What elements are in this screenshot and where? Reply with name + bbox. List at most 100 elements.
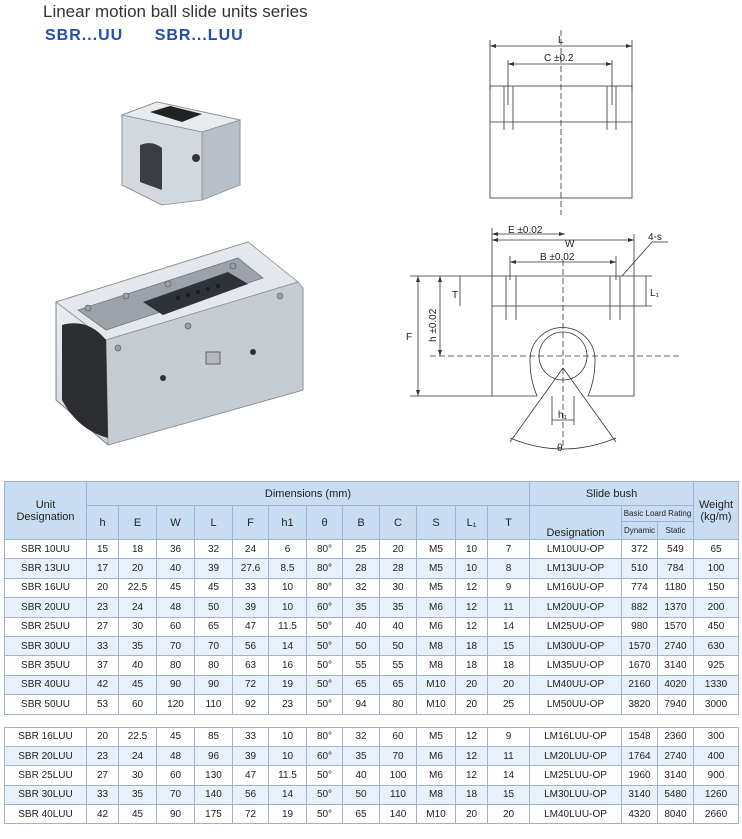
table-cell: 27 [86,765,119,786]
table-cell: 23 [86,597,119,618]
product-image-short-unit [120,101,242,206]
table-cell: 100 [693,558,740,579]
table-cell: 65 [342,674,380,696]
table-cell: 23 [86,745,119,767]
label-C: C ±0.2 [544,53,574,64]
table-cell: 10 [268,745,307,767]
table-cell: 10 [268,577,307,599]
table-cell: 50° [306,784,343,806]
table-cell: 60° [306,597,343,618]
table-cell: 47 [232,616,269,637]
label-T: T [452,290,458,301]
table-cell: 140 [194,784,233,806]
table-cell: 39 [194,558,233,579]
table-cell: 50° [306,674,343,696]
cell-bush-designation: LM10UU-OP [529,538,622,560]
cell-unit-designation: SBR 50UU [4,694,87,715]
table-cell: 60 [156,616,195,637]
table-cell: 12 [455,616,488,637]
cell-unit-designation: SBR 25LUU [4,765,87,786]
table-cell: 22.5 [118,726,157,747]
table-cell: 60 [156,765,195,786]
header-col-E: E [118,505,157,540]
table-cell: 3140 [656,765,695,786]
table-cell: 50 [342,784,380,806]
table-cell: 12 [455,577,488,599]
table-cell: 18 [455,635,488,657]
table-cell: 50 [342,635,380,657]
table-cell: 60 [379,726,417,747]
table-cell: 7 [487,538,530,560]
table-cell: 25 [487,694,530,715]
table-cell: 14 [487,616,530,637]
table-cell: 20 [487,804,530,825]
table-cell: 18 [487,655,530,676]
table-cell: 65 [379,674,417,696]
table-cell: 300 [693,726,740,747]
table-cell: 4020 [656,674,695,696]
table-cell: 11 [487,597,530,618]
table-cell: 45 [118,804,157,825]
table-cell: 65 [693,538,740,560]
cell-unit-designation: SBR 35UU [4,655,87,676]
table-cell: 90 [194,674,233,696]
table-cell: 5480 [656,784,695,806]
end-view-drawing: E ±0.02 W B ±0.02 4-s T L₁ F h ±0.02 h₁ … [406,225,680,454]
table-cell: 1548 [621,726,658,747]
cell-bush-designation: LM40UU-OP [529,674,622,696]
table-cell: 80 [156,655,195,676]
table-cell: 19 [268,804,307,825]
table-cell: 32 [194,538,233,560]
table-cell: 12 [455,745,488,767]
table-cell: 110 [379,784,417,806]
table-cell: 80° [306,577,343,599]
label-W: W [565,239,575,250]
table-cell: 12 [455,597,488,618]
table-cell: 37 [86,655,119,676]
table-cell: 80° [306,726,343,747]
table-cell: 20 [86,726,119,747]
table-cell: 372 [621,538,658,560]
model-uu: SBR...UU [45,27,124,44]
table-cell: 35 [118,635,157,657]
label-F: F [406,332,412,343]
table-cell: 20 [86,577,119,599]
table-cell: 42 [86,674,119,696]
table-cell: 925 [693,655,740,676]
table-cell: 8040 [656,804,695,825]
table-cell: 130 [194,765,233,786]
model-luu: SBR...LUU [154,27,244,44]
table-cell: 47 [232,765,269,786]
table-cell: 65 [194,616,233,637]
table-cell: 510 [621,558,658,579]
table-cell: 30 [379,577,417,599]
table-cell: 20 [487,674,530,696]
table-cell: M6 [416,745,456,767]
table-cell: 450 [693,616,740,637]
table-cell: M6 [416,597,456,618]
label-L1: L₁ [650,288,660,299]
table-cell: 40 [342,765,380,786]
table-cell: 18 [455,784,488,806]
table-cell: 10 [268,597,307,618]
cell-bush-designation: LM16UU-OP [529,577,622,599]
table-cell: 980 [621,616,658,637]
header-weight: Weight (kg/m) [693,481,740,540]
table-cell: 8.5 [268,558,307,579]
header-basic-load: Basic Loard Rating [620,505,695,522]
table-cell: 784 [656,558,695,579]
table-cell: 22.5 [118,577,157,599]
header-col-W: W [156,505,195,540]
table-cell: 900 [693,765,740,786]
table-cell: 53 [86,694,119,715]
label-L: L [558,35,564,46]
table-cell: 12 [455,726,488,747]
cell-bush-designation: LM20UU-OP [529,597,622,618]
table-cell: 56 [232,784,269,806]
table-cell: 70 [156,635,195,657]
table-cell: 14 [268,784,307,806]
